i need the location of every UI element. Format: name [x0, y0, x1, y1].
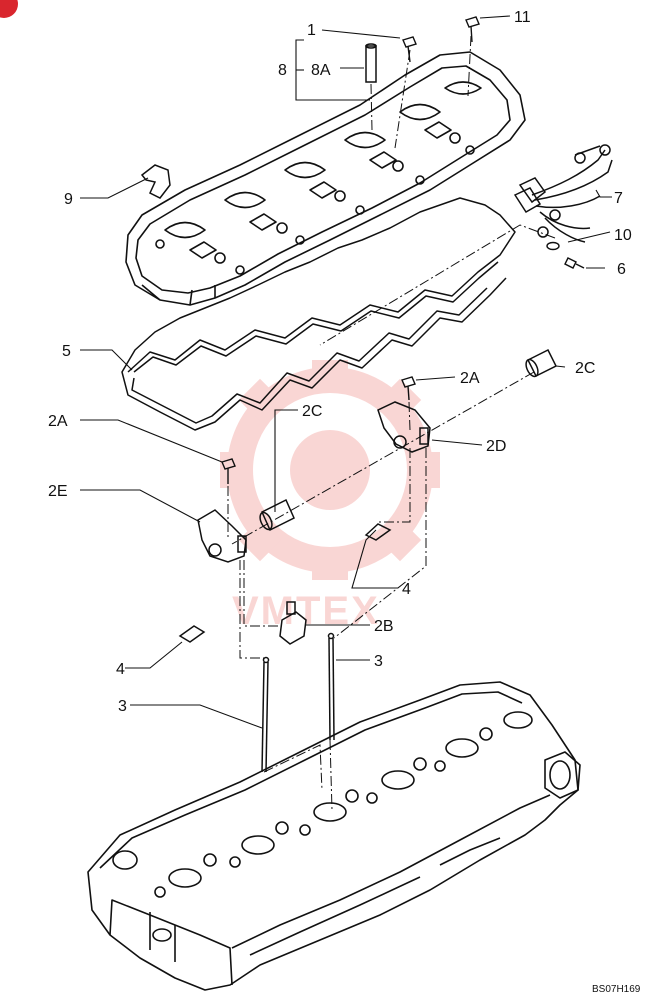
- callout-2c-right: 2C: [575, 360, 595, 377]
- callout-8: 8: [278, 62, 287, 79]
- watermark-logo: [220, 360, 440, 580]
- bracket-2e: [197, 509, 247, 563]
- figure-id: BS07H169: [592, 984, 641, 995]
- callout-2b: 2B: [374, 618, 394, 635]
- guide-4-upper: [364, 523, 392, 541]
- bolt-1: [402, 36, 417, 63]
- callout-1: 1: [307, 22, 316, 39]
- callout-2e: 2E: [48, 483, 68, 500]
- callout-6: 6: [617, 261, 626, 278]
- harness-clip: [140, 164, 171, 199]
- corner-badge: [0, 0, 18, 18]
- callout-7: 7: [614, 190, 623, 207]
- callout-labels: 1 11 8 8A 9 7 10 6 5 2A 2C 2C 2A 2D 2E 4…: [48, 9, 632, 715]
- leader-lines: [80, 15, 612, 729]
- valve-cover: [125, 51, 526, 306]
- callout-3-right: 3: [374, 653, 383, 670]
- harness-bolt-and-washer: [546, 241, 585, 269]
- callout-4-upper: 4: [402, 581, 411, 598]
- push-rods: [261, 632, 335, 773]
- callout-10: 10: [614, 227, 632, 244]
- callout-2a-right: 2A: [460, 370, 480, 387]
- bolt-2a-left: [221, 458, 236, 484]
- cylinder-head: [87, 681, 581, 991]
- bolt-11: [465, 16, 480, 43]
- callout-8a: 8A: [311, 62, 331, 79]
- bracket-2d: [377, 401, 431, 453]
- callout-4-lower: 4: [116, 661, 125, 678]
- callout-3-left: 3: [118, 698, 127, 715]
- callout-2d: 2D: [486, 438, 506, 455]
- callout-9: 9: [64, 191, 73, 208]
- spacer-sleeve-8a: [365, 43, 377, 83]
- sensor-2b: [279, 601, 307, 645]
- callout-2c-left: 2C: [302, 403, 322, 420]
- valve-cover-gasket: [121, 197, 516, 431]
- callout-2a-left: 2A: [48, 413, 68, 430]
- callout-5: 5: [62, 343, 71, 360]
- callout-11: 11: [514, 9, 531, 26]
- sleeve-2c-right: [525, 348, 558, 378]
- guide-4-lower: [178, 625, 206, 643]
- bolt-2a-right: [401, 376, 416, 401]
- alignment-lines: [227, 35, 556, 811]
